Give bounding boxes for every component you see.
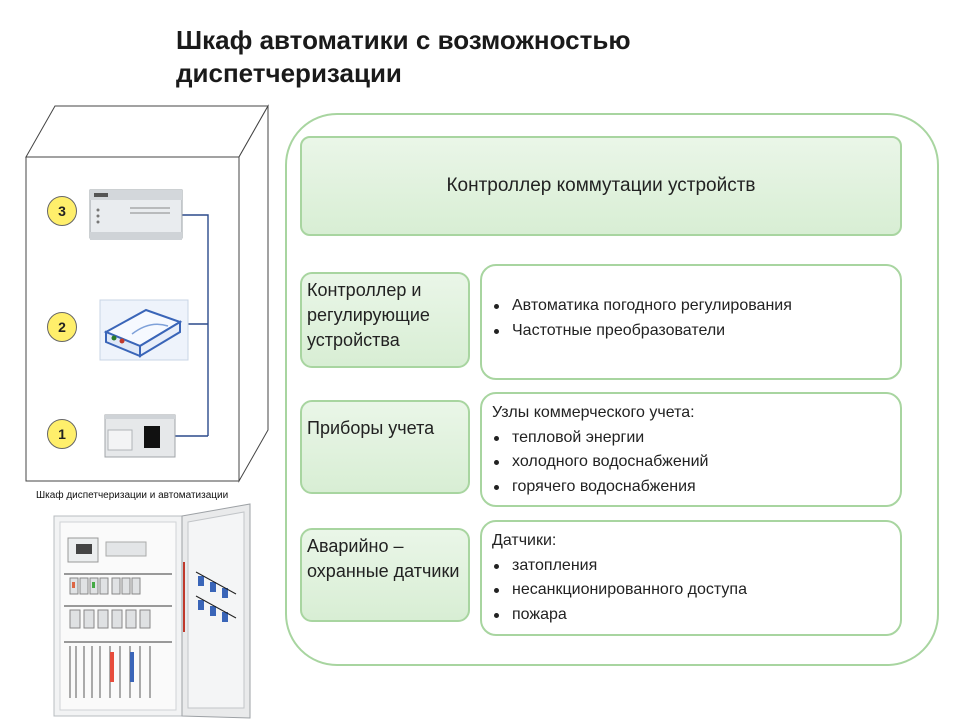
list-item: пожара <box>492 603 890 628</box>
system-frame <box>285 113 939 666</box>
room-controller-device <box>104 414 176 458</box>
device-badge-3: 3 <box>47 196 77 226</box>
cabinet-side-face <box>238 104 269 483</box>
details-heading: Датчики: <box>492 532 557 549</box>
details-box-sensors: Датчики: затопления несанкционированного… <box>480 520 902 636</box>
network-module-device <box>99 299 189 361</box>
details-heading: Узлы коммерческого учета: <box>492 404 695 421</box>
page-title: Шкаф автоматики с возможностью диспетчер… <box>176 25 631 88</box>
cabinet-top-face <box>25 105 269 158</box>
cabinet-photo <box>53 503 251 719</box>
list-item: затопления <box>492 554 890 579</box>
category-box-meters: Приборы учета <box>300 400 470 494</box>
details-list: затопления несанкционированного доступа … <box>492 554 890 628</box>
device-badge-1: 1 <box>47 419 77 449</box>
switching-controller-label: Контроллер коммутации устройств <box>446 175 756 196</box>
cabinet-caption: Шкаф диспетчеризации и автоматизации <box>36 490 229 501</box>
category-label: Аварийно – охранные датчики <box>307 536 460 581</box>
din-controller-device <box>89 189 183 240</box>
list-item: несанкционированного доступа <box>492 578 890 603</box>
list-item: Автоматика погодного регулирования <box>492 294 890 319</box>
category-box-sensors: Аварийно – охранные датчики <box>300 528 470 622</box>
details-list: тепловой энергии холодного водоснабжений… <box>492 426 890 500</box>
list-item: Частотные преобразователи <box>492 319 890 344</box>
details-box-controllers: Автоматика погодного регулирования Часто… <box>480 264 902 380</box>
device-badge-2: 2 <box>47 312 77 342</box>
details-box-meters: Узлы коммерческого учета: тепловой энерг… <box>480 392 902 507</box>
list-item: тепловой энергии <box>492 426 890 451</box>
list-item: холодного водоснабжений <box>492 450 890 475</box>
details-list: Автоматика погодного регулирования Часто… <box>492 294 890 343</box>
switching-controller-box: Контроллер коммутации устройств <box>300 136 902 236</box>
category-box-controllers: Контроллер и регулирующие устройства <box>300 272 470 368</box>
category-label: Контроллер и регулирующие устройства <box>307 280 430 350</box>
category-label: Приборы учета <box>307 418 435 438</box>
list-item: горячего водоснабжения <box>492 475 890 500</box>
